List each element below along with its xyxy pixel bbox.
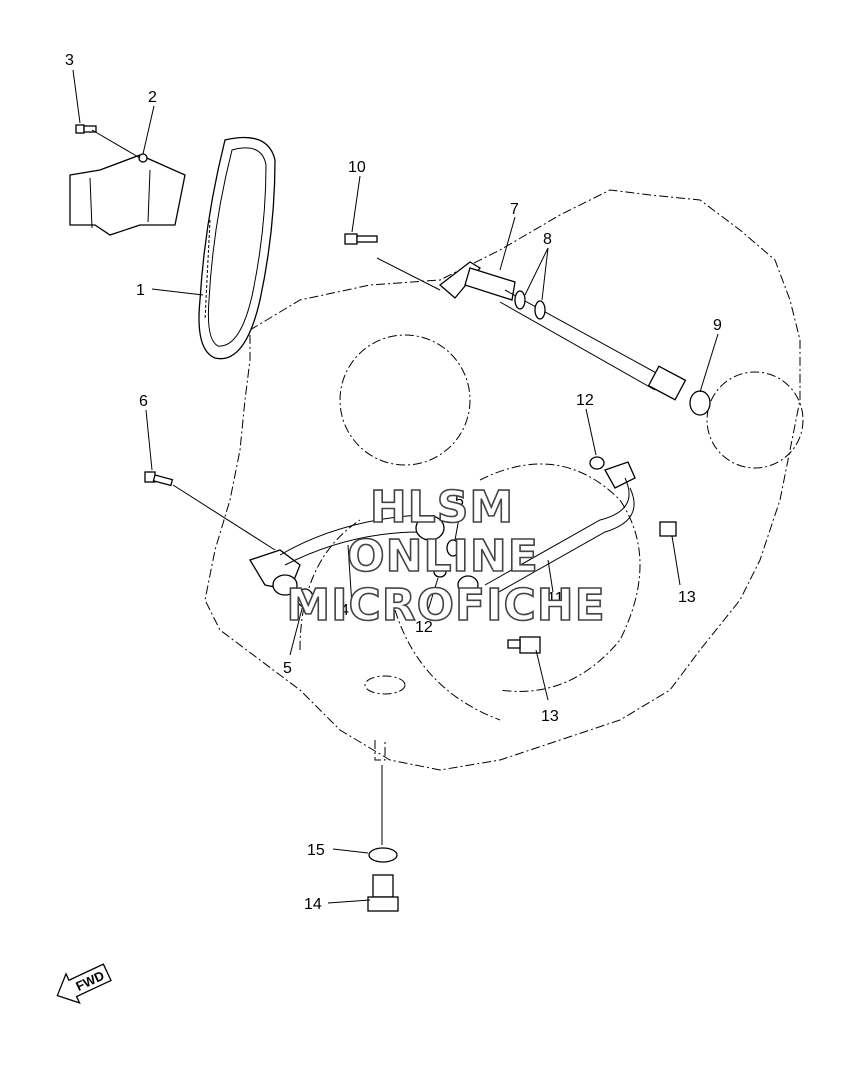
- callout-8: 8: [543, 231, 552, 248]
- watermark-line-2: ONLINE: [347, 531, 539, 582]
- pipe-assembly-left: [144, 471, 460, 608]
- callout-1: 1: [136, 282, 145, 299]
- callout-5-upper: 5: [455, 493, 464, 510]
- chain-guide-part: [69, 153, 186, 236]
- callout-11: 11: [547, 590, 564, 607]
- watermark-line-1: HLSM: [370, 482, 514, 533]
- callout-4: 4: [340, 602, 349, 619]
- drain-plug-assembly: [367, 765, 399, 912]
- leader-lines: [72, 69, 719, 904]
- callout-3: 3: [65, 52, 74, 69]
- callout-13-lower: 13: [541, 708, 559, 725]
- pipe-assembly-right: [433, 456, 677, 654]
- callout-14: 14: [304, 896, 322, 913]
- callout-12-lower: 12: [415, 619, 433, 636]
- forward-arrow: FWD: [56, 963, 112, 1004]
- callout-labels: 1 2 3 4 5 5 6 7 8 9 10 11 12 12 13 13 14…: [65, 52, 722, 913]
- callout-6: 6: [139, 393, 148, 410]
- callout-12-upper: 12: [576, 392, 594, 409]
- crankcase-outline: [204, 189, 804, 771]
- callout-15: 15: [307, 842, 325, 859]
- callout-9: 9: [713, 317, 722, 334]
- callout-7: 7: [510, 201, 519, 218]
- watermark-line-3: MICROFICHE: [286, 580, 605, 631]
- bolt-part-3: [75, 124, 141, 159]
- callout-5-lower: 5: [283, 660, 292, 677]
- watermark: HLSM ONLINE MICROFICHE: [286, 481, 606, 632]
- callout-13-right: 13: [678, 589, 696, 606]
- chain-part: [198, 136, 276, 360]
- shaft-assembly: [344, 233, 711, 416]
- callout-10: 10: [348, 159, 366, 176]
- callout-2: 2: [148, 89, 157, 106]
- forward-arrow-icon: [56, 963, 112, 1004]
